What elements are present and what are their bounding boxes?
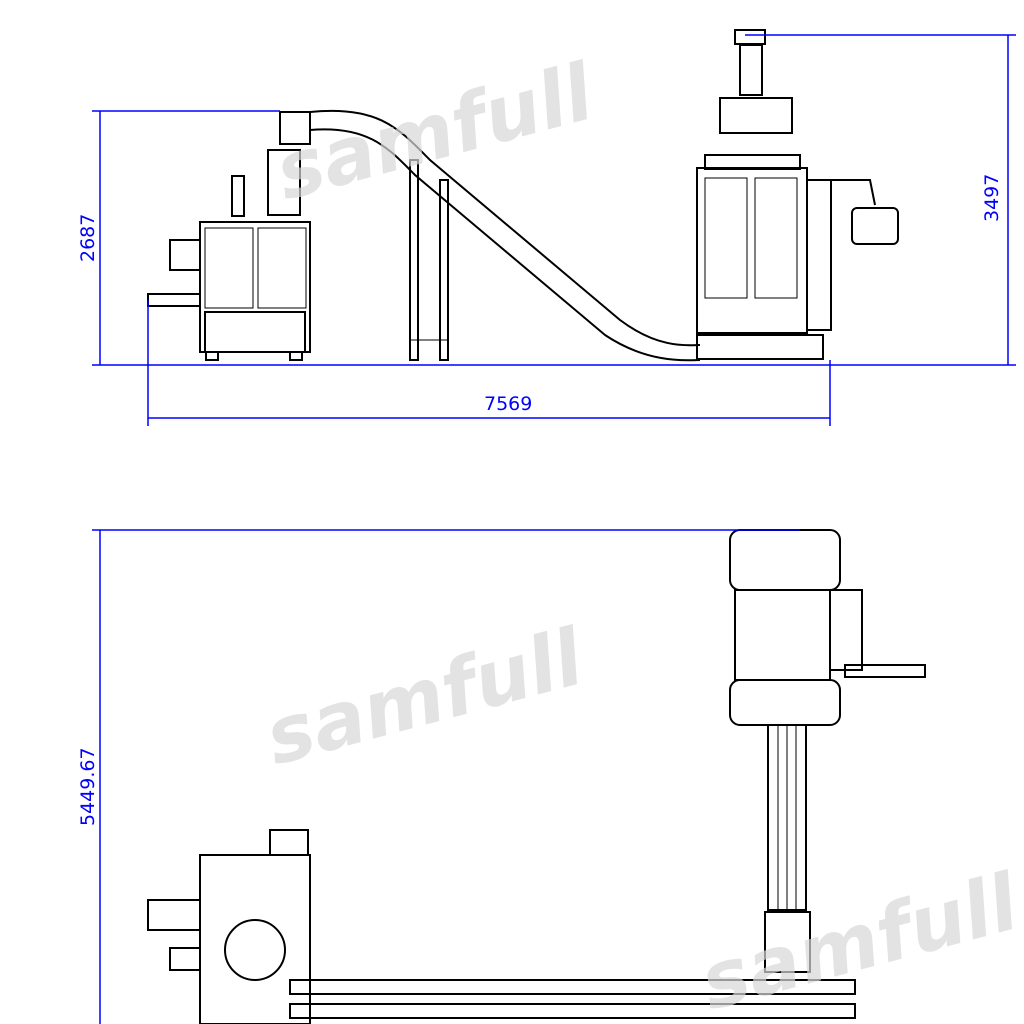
watermark-logo: samfull <box>692 857 1024 1024</box>
dimension-lines-side <box>92 34 1016 426</box>
dimension-2687: 2687 <box>77 214 99 262</box>
dimension-lines-top <box>92 529 800 1024</box>
dimension-7569: 7569 <box>484 393 532 415</box>
right-packing-machine <box>696 29 899 360</box>
dimension-5449-67: 5449.67 <box>77 747 99 826</box>
side-view <box>147 29 899 362</box>
dimension-3497: 3497 <box>981 174 1003 222</box>
watermark-logo: samfull <box>257 612 594 783</box>
incline-conveyor <box>309 109 701 362</box>
top-view <box>147 529 926 1024</box>
